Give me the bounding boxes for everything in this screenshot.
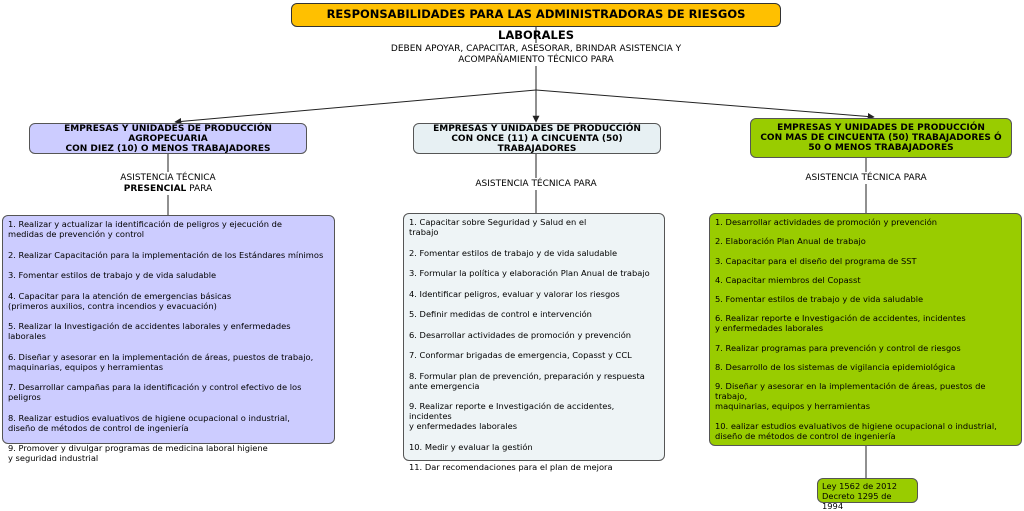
branch2-header-text: EMPRESAS Y UNIDADES DE PRODUCCIÓN CON ON… — [433, 123, 641, 154]
list-item: 3. Formular la política y elaboración Pl… — [409, 268, 650, 278]
list-item: 6. Desarrollar actividades de promoción … — [409, 329, 632, 340]
arrow-to-branch1 — [174, 89, 537, 125]
branch2-list: 1. Capacitar sobre Seguridad y Salud en … — [403, 213, 665, 472]
list-item: 11. Dar recomendaciones para el plan de … — [409, 462, 613, 472]
list-item: 2. Elaboración Plan Anual de trabajo — [715, 236, 866, 247]
list-item: 9. Diseñar y asesorar en la implementaci… — [715, 381, 986, 412]
list-item: 1. Capacitar sobre Seguridad y Salud en … — [409, 217, 587, 237]
branch2-header: EMPRESAS Y UNIDADES DE PRODUCCIÓN CON ON… — [413, 123, 661, 154]
list-item: 7. Desarrollar campañas para la identifi… — [8, 382, 302, 402]
list-item: 9. Promover y divulgar programas de medi… — [8, 443, 268, 463]
list-item: 4. Identificar peligros, evaluar y valor… — [409, 288, 620, 299]
branch3-list: 1. Desarrollar actividades de promoción … — [709, 213, 1022, 446]
branch1-list: 1. Realizar y actualizar la identificaci… — [2, 215, 335, 463]
branch3-header-text: EMPRESAS Y UNIDADES DE PRODUCCIÓN CON MA… — [760, 123, 1002, 153]
list-item: 4. Capacitar para la atención de emergen… — [8, 290, 232, 311]
list-item: 2. Realizar Capacitación para la impleme… — [8, 249, 324, 260]
list-item: 5. Definir medidas de control e interven… — [409, 309, 592, 319]
branch1-header: EMPRESAS Y UNIDADES DE PRODUCCIÓN AGROPE… — [29, 123, 307, 154]
list-item: 6. Realizar reporte e Investigación de a… — [715, 313, 966, 334]
list-item: 7. Realizar programas para prevención y … — [715, 342, 961, 353]
list-item: 2. Fomentar estilos de trabajo y de vida… — [409, 247, 618, 258]
list-item: 7. Conformar brigadas de emergencia, Cop… — [409, 350, 632, 360]
branch1-link-label: ASISTENCIA TÉCNICA PRESENCIAL PARA — [88, 173, 248, 195]
list-item: 8. Realizar estudios evaluativos de higi… — [8, 412, 290, 433]
diagram-title: RESPONSABILIDADES PARA LAS ADMINISTRADOR… — [291, 3, 781, 42]
list-item: 9. Realizar reporte e Investigación de a… — [409, 401, 615, 431]
list-item: 5. Fomentar estilos de trabajo y de vida… — [715, 294, 924, 305]
list-item: 8. Formular plan de prevención, preparac… — [409, 370, 645, 391]
branch1-link-prefix: ASISTENCIA TÉCNICA — [120, 173, 216, 183]
branch1-link-bold: PRESENCIAL — [123, 184, 187, 194]
list-item: 6. Diseñar y asesorar en la implementaci… — [8, 351, 314, 372]
list-item: 3. Capacitar para el diseño del programa… — [715, 255, 917, 266]
arrow-to-branch3 — [535, 89, 875, 120]
list-item: 8. Desarrollo de los sistemas de vigilan… — [715, 362, 956, 373]
list-item: 1. Desarrollar actividades de promoción … — [715, 217, 938, 227]
list-item: 10. Medir y evaluar la gestión — [409, 441, 533, 452]
main-link-label: DEBEN APOYAR, CAPACITAR, ASESORAR, BRIND… — [390, 44, 682, 65]
list-item: 3. Fomentar estilos de trabajo y de vida… — [8, 270, 217, 280]
list-item: 1. Realizar y actualizar la identificaci… — [8, 219, 282, 239]
list-item: 5. Realizar la Investigación de accident… — [8, 321, 291, 341]
branch3-header: EMPRESAS Y UNIDADES DE PRODUCCIÓN CON MA… — [750, 118, 1012, 158]
branch2-link-label: ASISTENCIA TÉCNICA PARA — [475, 179, 597, 189]
list-item: 4. Capacitar miembros del Copasst — [715, 274, 861, 285]
branch3-link-label: ASISTENCIA TÉCNICA PARA — [805, 173, 927, 183]
branch3-legal-reference: Ley 1562 de 2012 Decreto 1295 de 1994 — [817, 478, 918, 511]
list-item: 10. ealizar estudios evaluativos de higi… — [715, 420, 997, 441]
branch1-header-text: EMPRESAS Y UNIDADES DE PRODUCCIÓN AGROPE… — [64, 123, 272, 154]
branch1-link-suffix: PARA — [186, 184, 213, 194]
